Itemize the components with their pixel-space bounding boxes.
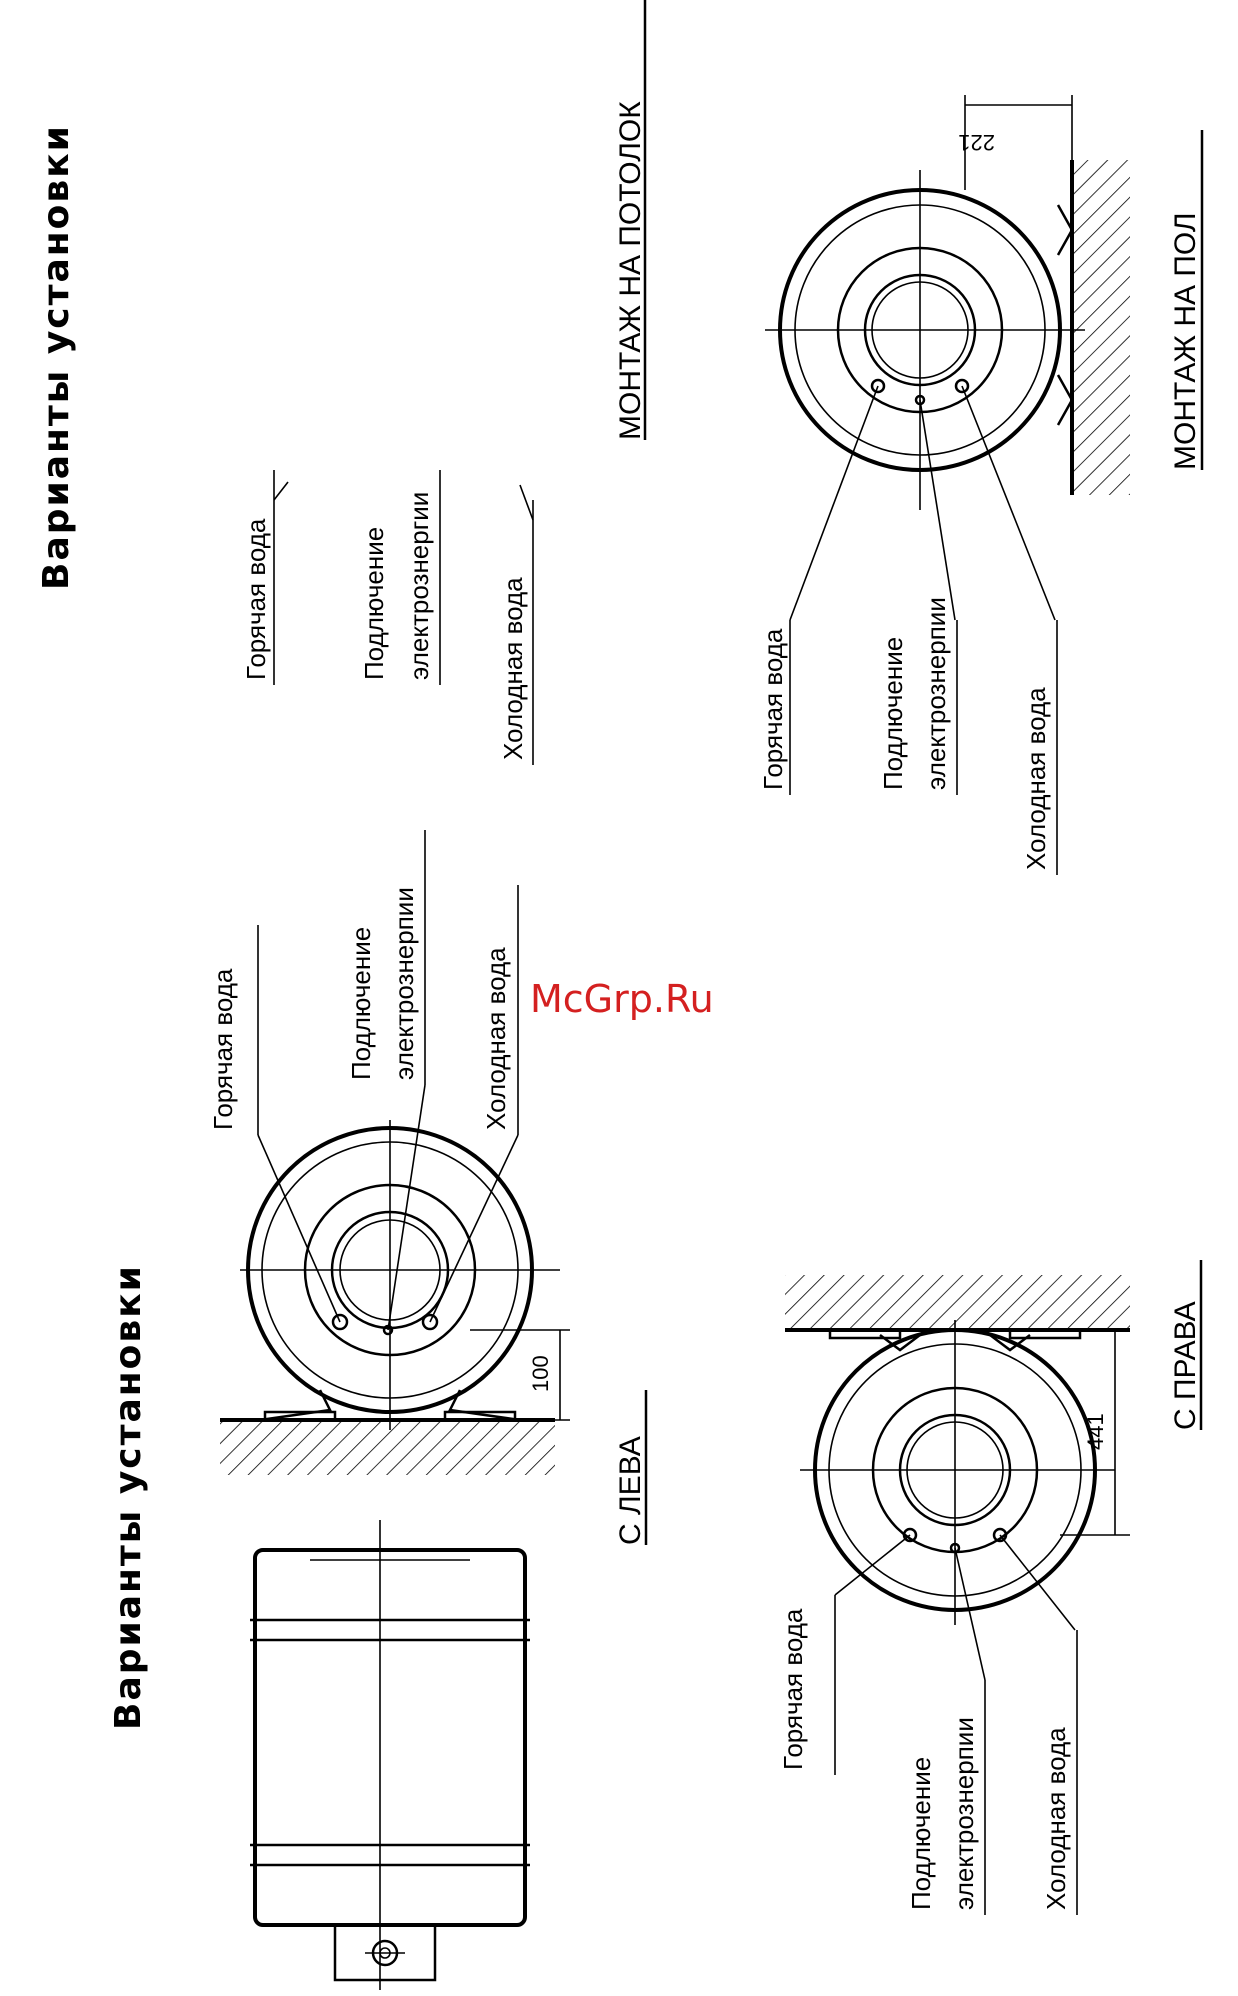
view-label-right: С ПРАВА [1169, 1301, 1202, 1430]
tank-floor-view: 221 [765, 95, 1130, 621]
label-power-floor-1: Подлючение [878, 637, 908, 790]
label-power-right-1: Подлючение [906, 1757, 936, 1910]
title-top: Варианты установки [36, 124, 77, 590]
view-label-floor: МОНТАЖ НА ПОЛ [1169, 212, 1202, 470]
watermark: McGrp.Ru [530, 977, 714, 1021]
label-power-top-2: электрознергии [404, 492, 434, 680]
label-hot-water-top: Горячая вода [241, 518, 271, 680]
label-cold-water-left: Холодная вода [481, 947, 511, 1130]
label-cold-water-top: Холодная вода [498, 577, 528, 760]
tank-side-view [250, 1520, 530, 1990]
label-power-left-1: Подлючение [346, 927, 376, 1080]
label-power-left-2: электрознерпии [389, 887, 419, 1080]
label-cold-water-floor: Холодная вода [1021, 687, 1051, 870]
label-hot-water-right: Горячая вода [778, 1608, 808, 1770]
dimension-floor-view: 221 [958, 130, 995, 155]
view-label-left: С ЛЕВА [614, 1436, 647, 1545]
top-left-labels: Горячая вода Подлючение электрознергии Х… [241, 470, 534, 765]
label-hot-water-left: Горячая вода [208, 968, 238, 1130]
title-left: Варианты установки [108, 1264, 149, 1730]
dimension-right-view: 441 [1083, 1413, 1108, 1450]
label-cold-water-right: Холодная вода [1041, 1727, 1071, 1910]
tank-left-view: 100 [220, 1084, 570, 1475]
label-power-top-1: Подлючение [359, 527, 389, 680]
dimension-left-view: 100 [528, 1355, 553, 1392]
label-power-right-2: электрознерпии [949, 1717, 979, 1910]
label-power-floor-2: электрознерпии [921, 597, 951, 790]
tank-right-view: 441 [785, 1275, 1130, 1681]
view-label-ceiling: МОНТАЖ НА ПОТОЛОК [614, 101, 647, 440]
label-hot-water-floor: Горячая вода [758, 628, 788, 790]
